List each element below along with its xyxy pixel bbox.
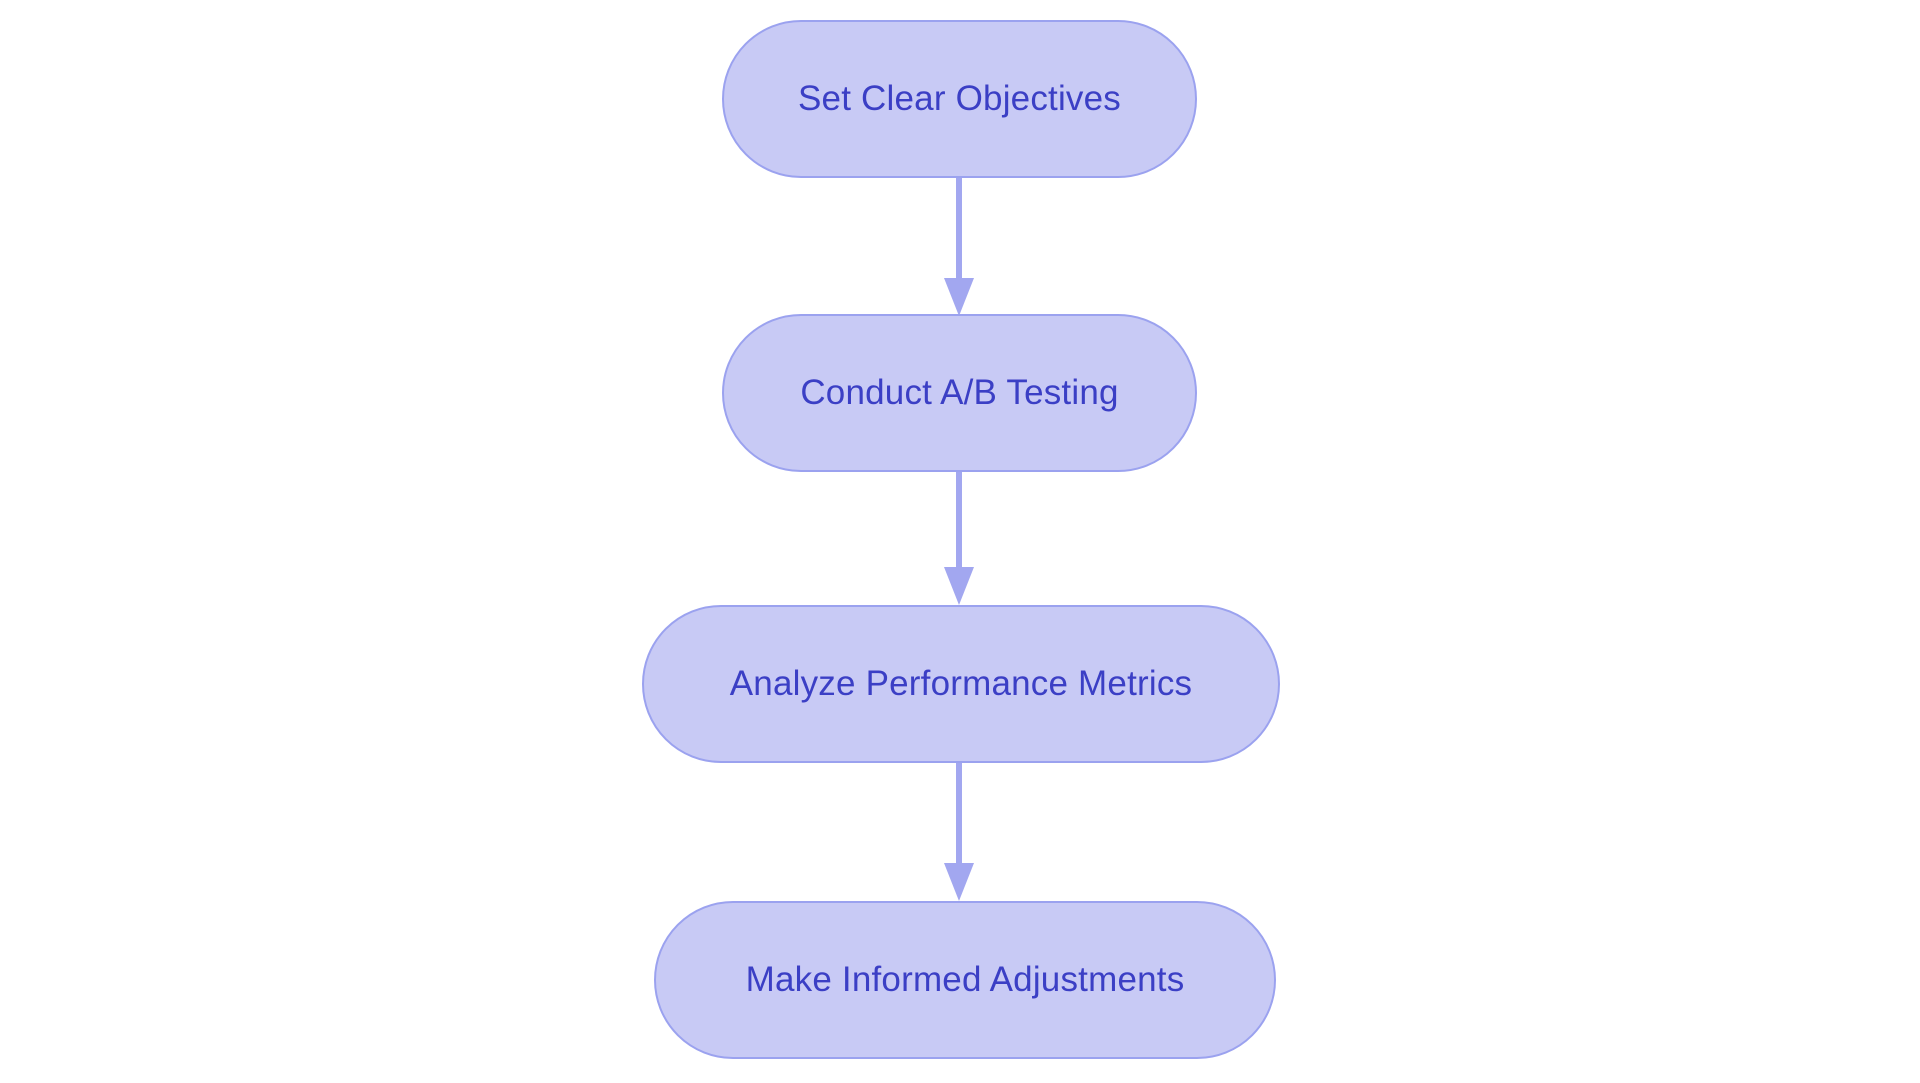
flow-arrow-2: [943, 472, 975, 605]
arrow-head-down-icon: [944, 278, 974, 316]
flow-node-analyze-performance-metrics: Analyze Performance Metrics: [642, 605, 1280, 763]
flow-node-conduct-ab-testing: Conduct A/B Testing: [722, 314, 1197, 472]
flow-node-label: Analyze Performance Metrics: [729, 664, 1193, 703]
flow-node-label: Set Clear Objectives: [797, 79, 1122, 118]
arrow-head-down-icon: [944, 863, 974, 901]
arrow-head-down-icon: [944, 567, 974, 605]
arrow-line: [956, 763, 962, 865]
flow-node-set-clear-objectives: Set Clear Objectives: [722, 20, 1197, 178]
flow-node-make-informed-adjustments: Make Informed Adjustments: [654, 901, 1276, 1059]
arrow-line: [956, 472, 962, 569]
arrow-line: [956, 178, 962, 280]
flow-arrow-3: [943, 763, 975, 901]
flow-node-label: Make Informed Adjustments: [745, 960, 1185, 999]
flow-arrow-1: [943, 178, 975, 316]
flow-node-label: Conduct A/B Testing: [800, 373, 1119, 412]
